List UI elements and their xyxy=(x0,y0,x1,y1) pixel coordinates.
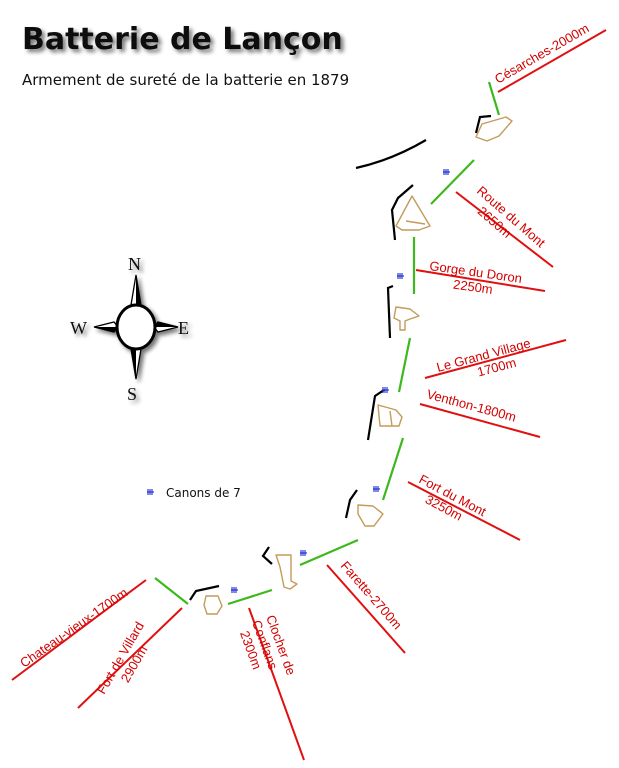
parapet xyxy=(355,139,427,170)
target-label-clocher-de-conflans: Clocher deConflans2300m xyxy=(235,613,299,687)
target-label-fort-du-mont: Fort du Mont3250m xyxy=(410,471,489,532)
target-line-fort-de-villard xyxy=(77,607,183,709)
target-line-farette xyxy=(326,564,406,654)
target-label-gorge-du-doron: Gorge du Doron2250m xyxy=(426,258,523,301)
target-line-venthon xyxy=(419,403,541,438)
compass-west: W xyxy=(70,318,87,338)
target-line-route-du-mont xyxy=(455,191,554,268)
rampart-segment xyxy=(154,577,189,605)
target-label-le-grand-village: Le Grand Village1700m xyxy=(435,335,536,389)
canon-icon xyxy=(443,169,450,175)
compass-north: N xyxy=(128,254,141,274)
target-line-le-grand-village xyxy=(424,339,567,379)
rampart-lines xyxy=(154,81,501,606)
target-label-cesarches: Césarches-2000m xyxy=(492,20,591,86)
gun-platform xyxy=(275,554,298,590)
target-line-cesarches xyxy=(497,29,607,93)
target-line-gorge-du-doron xyxy=(415,269,546,292)
legend-canon-icon xyxy=(147,489,154,495)
target-line-clocher-de-conflans xyxy=(248,607,305,761)
parapet xyxy=(386,284,394,339)
target-lines xyxy=(11,29,607,761)
parapet xyxy=(366,389,385,441)
rampart-segment xyxy=(487,81,501,116)
gun-platform xyxy=(475,116,513,142)
target-label-route-du-mont: Route du Mont2650m xyxy=(464,183,548,262)
rampart-segment xyxy=(299,538,359,567)
compass-rose: N S W E xyxy=(70,254,189,404)
gun-platforms xyxy=(203,116,513,615)
target-label-farette: Farette-2700m xyxy=(338,558,405,632)
canon-icon xyxy=(382,387,389,393)
canon-icon xyxy=(300,550,307,556)
rampart-segment xyxy=(381,437,405,501)
gun-platform xyxy=(393,306,420,331)
rampart-segment xyxy=(227,588,273,606)
parapet xyxy=(344,489,358,519)
rampart-segment xyxy=(397,337,412,393)
parapet xyxy=(474,114,492,134)
parapet xyxy=(261,546,273,565)
rampart-segment xyxy=(430,159,475,205)
canon-symbols xyxy=(231,169,450,593)
canon-icon xyxy=(397,273,404,279)
page-subtitle: Armement de sureté de la batterie en 187… xyxy=(22,71,349,89)
legend: Canons de 7 xyxy=(147,486,241,500)
gun-platform xyxy=(357,504,384,527)
page-title: Batterie de Lançon xyxy=(22,22,343,57)
compass-south: S xyxy=(127,384,137,404)
parapet xyxy=(189,584,220,601)
legend-label: Canons de 7 xyxy=(166,486,241,500)
gun-platform xyxy=(203,595,223,615)
compass-east: E xyxy=(178,318,189,338)
compass-rose-icon xyxy=(93,274,179,380)
gun-platform xyxy=(377,404,403,427)
gun-platform xyxy=(395,195,431,231)
canon-icon xyxy=(373,486,380,492)
target-label-fort-de-villard: Fort de Villard2900m xyxy=(94,619,160,704)
target-labels: Césarches-2000m Route du Mont2650m Gorge… xyxy=(17,20,591,704)
target-line-chateau-vieux xyxy=(11,579,147,681)
parapet-lines xyxy=(189,114,492,601)
parapet xyxy=(390,184,414,241)
target-line-fort-du-mont xyxy=(407,481,521,541)
canon-icon xyxy=(231,587,238,593)
